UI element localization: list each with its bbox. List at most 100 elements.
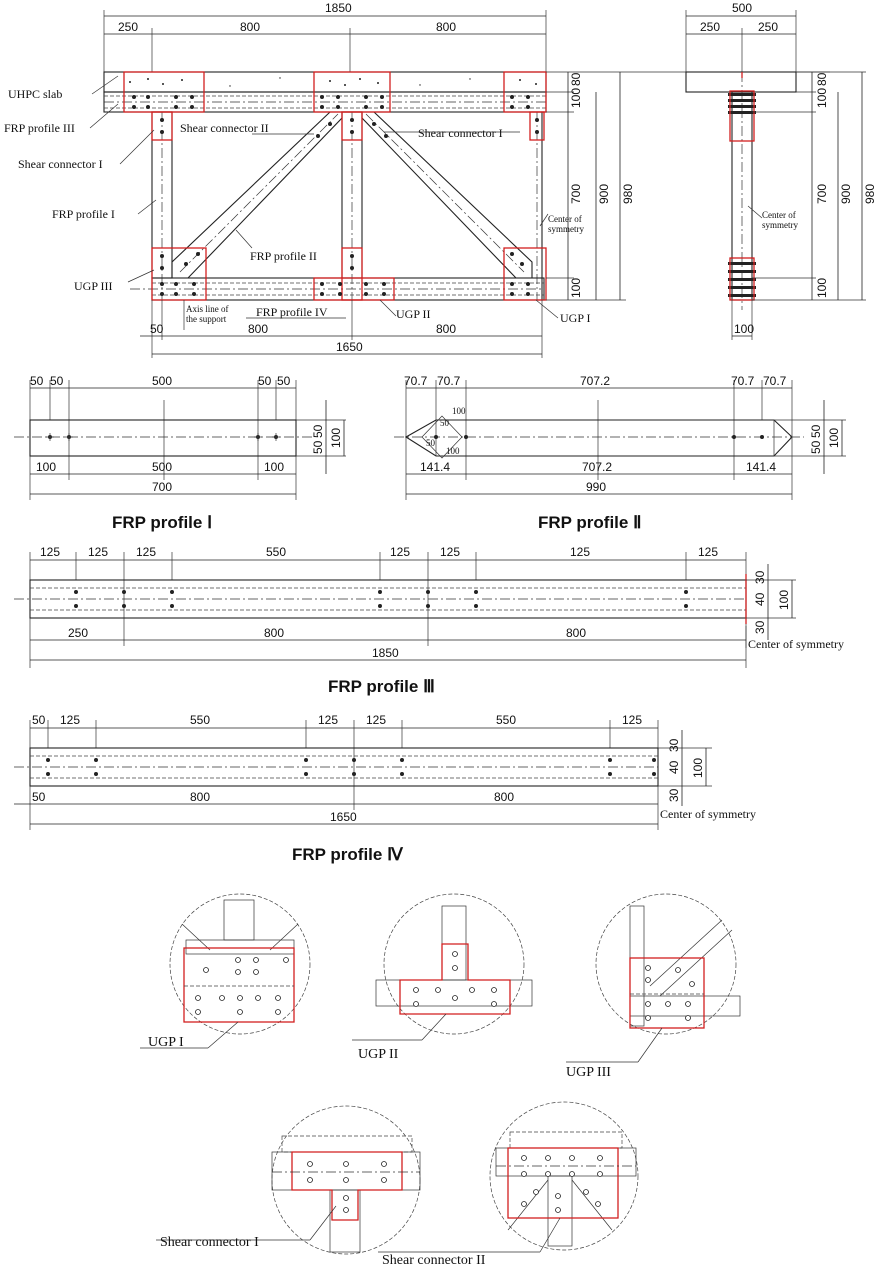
label-shear-connector-2: Shear connector II	[180, 121, 269, 135]
detail-shear-connector-1: Shear connector I	[156, 1105, 421, 1255]
dim-right-bottom: 100	[569, 278, 583, 298]
uhpc-slab	[103, 71, 547, 93]
p2-dim-right-b: 50	[809, 440, 823, 454]
p1-dim-top-b: 50	[50, 374, 64, 388]
ugp-3-plate	[151, 247, 207, 301]
p4-dim-bottom-b: 800	[190, 790, 210, 804]
p3-dim-bottom-total: 1850	[372, 646, 399, 660]
dim-left: 250	[118, 20, 138, 34]
p2-dim-top-a: 70.7	[404, 374, 428, 388]
detail-ugp-2: UGP II	[352, 893, 533, 1062]
p4-dim-top-3: 125	[318, 713, 338, 727]
p2-dim-top-d: 70.7	[731, 374, 755, 388]
p3-dim-right-b: 40	[753, 592, 767, 606]
frp-profile-2-drawing: 70.7 70.7 707.2 70.7 70.7 100 50 50 100 …	[394, 374, 846, 532]
p2-dim-bottom-total: 990	[586, 480, 606, 494]
p4-dim-right-b: 40	[667, 760, 681, 774]
p1-dim-right-a: 50	[311, 424, 325, 438]
dim-right-overall: 980	[621, 184, 635, 204]
p4-dim-top-6: 125	[622, 713, 642, 727]
p2-dim-top-b: 70.7	[437, 374, 461, 388]
label-axis-line-1: Axis line of	[186, 304, 229, 314]
label-center-symmetry-1: Center of	[548, 214, 582, 224]
p3-dim-top-7: 125	[698, 545, 718, 559]
p1-dim-bottom-total: 700	[152, 480, 172, 494]
p1-dim-bottom-a: 100	[36, 460, 56, 474]
p4-center: Center of symmetry	[660, 807, 756, 821]
shear-connector-mid	[341, 111, 363, 141]
p1-dim-bottom-b: 500	[152, 460, 172, 474]
side-view: 500 250 250 Center of symmetry 80 100	[685, 1, 877, 340]
p2-dim-right-a: 50	[809, 424, 823, 438]
side-slab	[685, 71, 797, 93]
p4-dim-top-5: 550	[496, 713, 516, 727]
ugp-2-outline	[399, 943, 511, 1015]
p1-body	[29, 419, 297, 457]
detail-shear-connector-2: Shear connector II	[378, 1101, 639, 1268]
side-dim-bottom: 100	[815, 278, 829, 298]
p3-dim-top-1: 125	[88, 545, 108, 559]
p2-title: FRP profile Ⅱ	[538, 513, 641, 532]
dim-mid1: 800	[240, 20, 260, 34]
shear-connector-right	[529, 111, 545, 141]
p3-dim-top-4: 125	[390, 545, 410, 559]
p1-dim-top-e: 50	[277, 374, 291, 388]
p2-dim-bottom-b: 707.2	[582, 460, 612, 474]
p2-diamond-c: 50	[426, 438, 436, 448]
side-dim-right: 250	[758, 20, 778, 34]
p3-dim-bottom-c: 800	[566, 626, 586, 640]
p4-dim-top-1: 125	[60, 713, 80, 727]
p3-title: FRP profile Ⅲ	[328, 677, 435, 696]
p4-title: FRP profile Ⅳ	[292, 845, 404, 864]
label-detail-ugp-3: UGP III	[566, 1065, 611, 1080]
elevation-view: 1850 250 800 800	[4, 1, 830, 358]
side-dim-inner: 900	[839, 184, 853, 204]
label-frp-profile-1: FRP profile I	[52, 207, 115, 221]
p4-dim-bottom-a: 50	[32, 790, 46, 804]
p4-dim-top-0: 50	[32, 713, 46, 727]
p4-dim-right-d: 100	[691, 758, 705, 778]
detail-ugp-1: UGP I	[140, 893, 311, 1050]
p1-dim-top-a: 50	[30, 374, 44, 388]
p3-dim-bottom-a: 250	[68, 626, 88, 640]
side-dim-slab: 80	[815, 72, 829, 86]
dim-right-slab: 80	[569, 72, 583, 86]
p1-dim-right-b: 50	[311, 440, 325, 454]
p1-title: FRP profile Ⅰ	[112, 513, 212, 532]
side-dim-left: 250	[700, 20, 720, 34]
side-dim-bottom-width: 100	[734, 322, 754, 336]
label-frp-profile-2: FRP profile II	[250, 249, 317, 263]
dim-right-inner: 900	[597, 184, 611, 204]
shear-connector-1-left	[151, 111, 173, 141]
p3-dim-right-c: 30	[753, 620, 767, 634]
label-shear-connector-1-left: Shear connector I	[18, 157, 103, 171]
p4-dim-top-2: 550	[190, 713, 210, 727]
label-axis-line-2: the support	[186, 314, 227, 324]
side-center-1: Center of	[762, 210, 796, 220]
label-frp-profile-4: FRP profile IV	[256, 305, 328, 319]
p3-dim-bottom-b: 800	[264, 626, 284, 640]
p2-dim-top-e: 70.7	[763, 374, 787, 388]
p1-dim-right-c: 100	[329, 428, 343, 448]
dim-mid2: 800	[436, 20, 456, 34]
p2-diamond-d: 100	[446, 446, 460, 456]
side-center-2: symmetry	[762, 220, 798, 230]
side-top-bolts	[728, 90, 756, 142]
dim-bottom-left: 50	[150, 322, 164, 336]
dim-right-web: 700	[569, 184, 583, 204]
side-dim-web: 700	[815, 184, 829, 204]
ugp-2-plate	[313, 277, 395, 301]
dim-bottom-mid1: 800	[248, 322, 268, 336]
side-dim-total: 500	[732, 1, 752, 15]
p3-dim-top-2: 125	[136, 545, 156, 559]
p3-dim-top-6: 125	[570, 545, 590, 559]
p4-dim-bottom-total: 1650	[330, 810, 357, 824]
p2-dim-bottom-a: 141.4	[420, 460, 450, 474]
p2-diamond	[421, 415, 463, 459]
p3-dim-top-3: 550	[266, 545, 286, 559]
p4-dim-right-c: 30	[667, 788, 681, 802]
p1-dim-top-d: 50	[258, 374, 272, 388]
label-ugp-1: UGP I	[560, 311, 591, 325]
side-bottom-bolts	[728, 257, 756, 301]
